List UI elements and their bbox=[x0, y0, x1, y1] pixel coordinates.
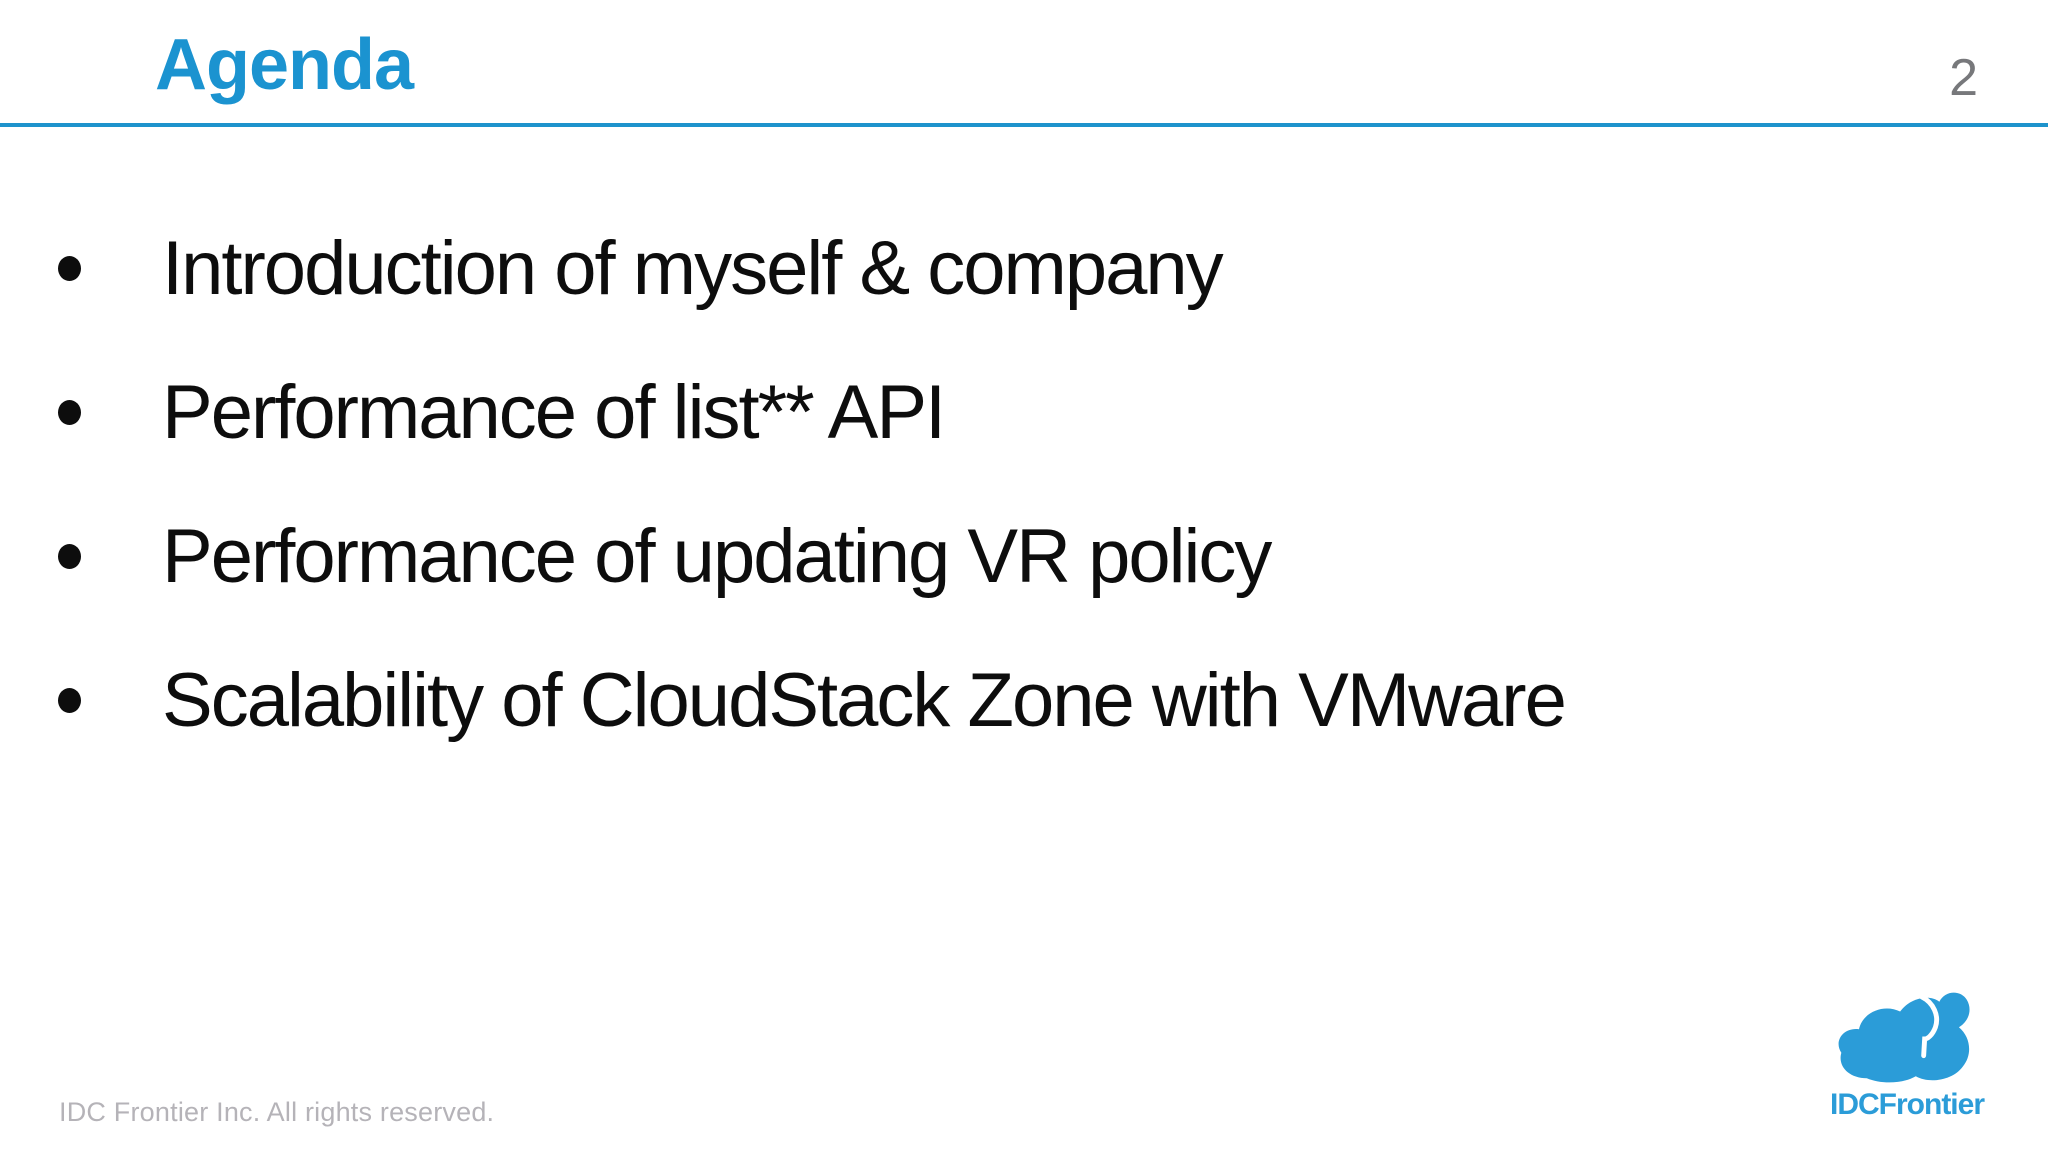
page-title: Agenda bbox=[155, 25, 414, 105]
footer-copyright: IDC Frontier Inc. All rights reserved. bbox=[59, 1097, 495, 1127]
list-item: Scalability of CloudStack Zone with VMwa… bbox=[0, 628, 2048, 772]
bullet-list: Introduction of myself & company Perform… bbox=[0, 196, 2048, 772]
bullet-dot-icon bbox=[58, 399, 81, 425]
page-number: 2 bbox=[1949, 49, 1978, 107]
bullet-text: Introduction of myself & company bbox=[162, 225, 1224, 311]
bullet-text: Performance of updating VR policy bbox=[162, 513, 1272, 599]
bullet-text: Scalability of CloudStack Zone with VMwa… bbox=[162, 657, 1567, 743]
bullet-dot-icon bbox=[58, 687, 81, 713]
bullet-text: Performance of list** API bbox=[162, 369, 946, 455]
list-item: Introduction of myself & company bbox=[0, 196, 2048, 340]
cloud-logo-icon bbox=[1838, 992, 1970, 1083]
company-logo: IDCFrontier bbox=[1822, 990, 1992, 1122]
bullet-dot-icon bbox=[58, 543, 81, 569]
bullet-dot-icon bbox=[58, 255, 81, 281]
header-rule bbox=[0, 123, 2048, 127]
list-item: Performance of list** API bbox=[0, 340, 2048, 484]
logo-text: IDCFrontier bbox=[1830, 1088, 1985, 1121]
list-item: Performance of updating VR policy bbox=[0, 484, 2048, 628]
